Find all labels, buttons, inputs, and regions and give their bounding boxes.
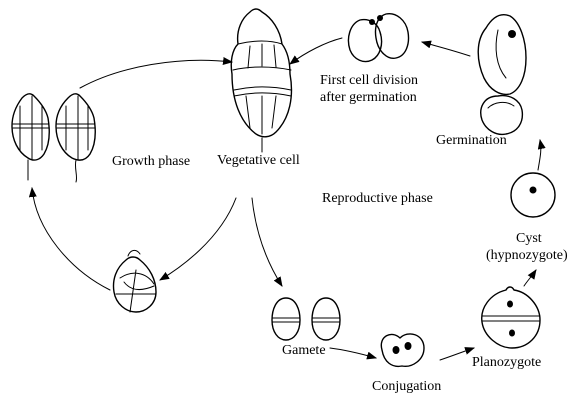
arrow-vegetative-to-gamete [252, 198, 282, 286]
label-hypnozygote: (hypnozygote) [486, 248, 568, 263]
label-reproductive-phase: Reproductive phase [322, 191, 433, 206]
arrow-conjugation-to-planozygote [440, 348, 474, 360]
conjugation-drawing [381, 334, 424, 366]
arrow-growth-to-vegetative [80, 60, 232, 88]
arrow-cyst-to-germination [538, 140, 541, 170]
label-growth-phase: Growth phase [112, 154, 190, 169]
vegetative-cell-drawing [231, 9, 291, 152]
label-conjugation: Conjugation [372, 379, 441, 394]
label-gamete: Gamete [282, 343, 326, 358]
arrow-vegetative-to-dividing [160, 198, 236, 280]
arrow-gamete-to-conjugation [330, 348, 376, 358]
arrow-planozygote-to-cyst [524, 270, 536, 286]
label-germination: Germination [436, 133, 507, 148]
arrow-dividing-to-growth [32, 188, 110, 290]
dividing-cell-drawing [114, 250, 157, 312]
growth-phase-cells-drawing [12, 94, 95, 182]
label-first-division-line2: after germination [320, 90, 417, 105]
first-division-drawing [348, 14, 408, 62]
arrow-division-to-vegetative [290, 38, 342, 64]
gametes-drawing [272, 298, 340, 340]
arrow-germination-to-division [422, 42, 470, 56]
label-planozygote: Planozygote [472, 355, 541, 370]
label-vegetative-cell: Vegetative cell [217, 153, 300, 168]
label-cyst: Cyst [516, 231, 542, 246]
germination-drawing [478, 15, 526, 135]
label-first-division-line1: First cell division [320, 73, 418, 88]
planozygote-drawing [482, 287, 540, 348]
cyst-drawing [511, 173, 555, 217]
